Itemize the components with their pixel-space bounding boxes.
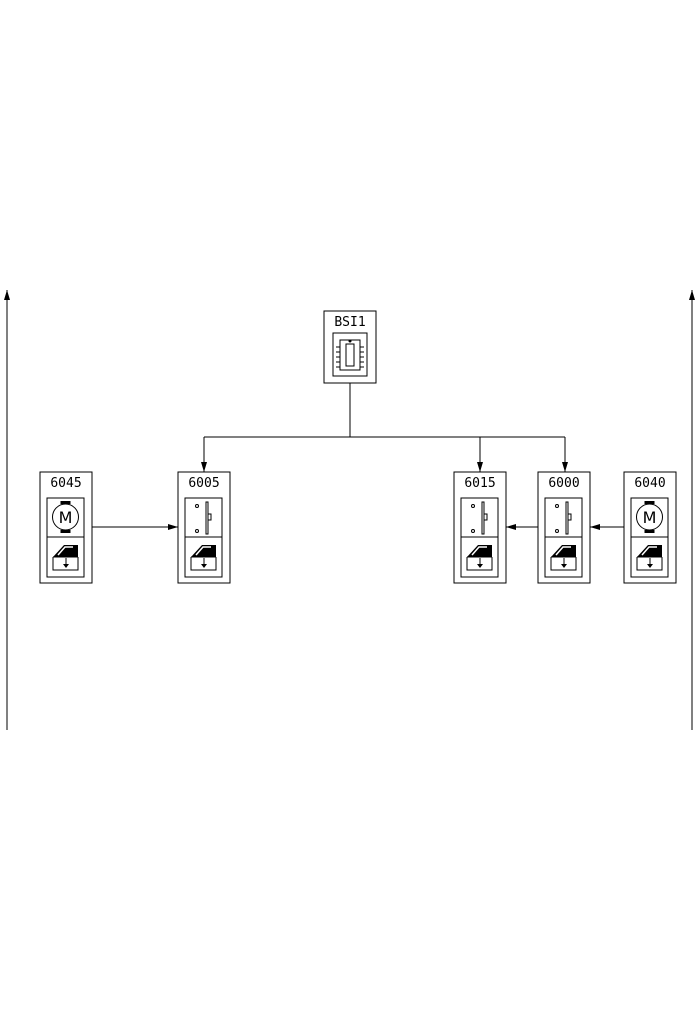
module-label: 6015 <box>464 476 495 491</box>
window-lift-icon <box>636 545 663 571</box>
module-6015[interactable]: 6015 <box>453 471 507 584</box>
central-unit-label: BSI1 <box>334 315 365 330</box>
bus-connections <box>201 383 568 472</box>
module-label: 6005 <box>188 476 219 491</box>
module-label: 6040 <box>634 476 665 491</box>
module-label: 6000 <box>548 476 579 491</box>
window-lift-icon <box>550 545 577 571</box>
motor-icon: M <box>636 501 663 533</box>
switch-icon <box>471 501 488 535</box>
svg-text:M: M <box>643 508 657 527</box>
window-lift-icon <box>190 545 217 571</box>
module-6005[interactable]: 6005 <box>177 471 231 584</box>
motor-icon: M <box>52 501 79 533</box>
svg-text:M: M <box>59 508 73 527</box>
switch-icon <box>555 501 572 535</box>
window-lift-icon <box>52 545 79 571</box>
window-lift-icon <box>466 545 493 571</box>
module-6000[interactable]: 6000 <box>537 471 591 584</box>
central-unit-bsi1[interactable]: BSI1 <box>323 310 377 384</box>
control-unit-icon <box>332 332 368 377</box>
switch-icon <box>195 501 212 535</box>
module-label: 6045 <box>50 476 81 491</box>
